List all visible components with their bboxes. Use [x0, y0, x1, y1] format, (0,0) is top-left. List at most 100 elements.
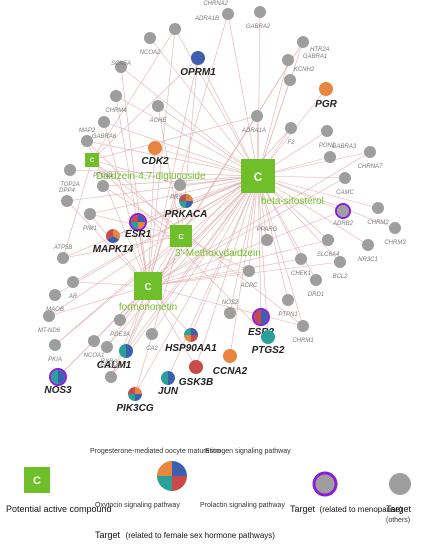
label-ncoa2: NCOA2 — [140, 50, 161, 56]
compound-label-c-formo: formononetin — [119, 302, 177, 313]
legend-compound-label: Potential active compound — [6, 504, 112, 514]
pie-hsp90aa1-slice-1 — [191, 335, 198, 342]
label-chrm4: CHRM4 — [105, 108, 127, 114]
label-ncoa1: NCOA1 — [84, 353, 105, 359]
node-hsp90aa1: HSP90AA1 — [165, 328, 217, 354]
node-ca2: CA2 — [146, 328, 158, 352]
legend-compound-symbol: C — [33, 475, 41, 487]
label-gabra6: GABRA6 — [92, 134, 117, 140]
edge-oprm1-formo — [147, 57, 199, 287]
label-oprm1: OPRM1 — [180, 67, 216, 78]
edge-ache-meth — [157, 105, 182, 237]
node-prss1: PRSS1 — [170, 179, 190, 201]
dot-ncoa2 — [144, 32, 156, 44]
node-nr3c1: NR3C1 — [358, 239, 378, 263]
dot-kcnh2 — [284, 74, 296, 86]
label-pon1: PON1 — [319, 143, 335, 149]
compound-box-c-daid — [85, 153, 99, 167]
node-dpp4: DPP4 — [59, 188, 75, 207]
node-gabra2: GABRA2 — [246, 6, 271, 30]
edge-chrm2-beta — [257, 175, 379, 209]
dot-pparg — [261, 234, 273, 246]
pie-nos3-slice-0 — [58, 370, 65, 384]
dot-adra1b — [169, 23, 181, 35]
dot-gabra2 — [254, 6, 266, 18]
dot-prss1 — [174, 179, 186, 191]
edge-dpp4-beta — [66, 175, 259, 202]
label-htr2a: HTR2A — [310, 47, 330, 53]
node-nos3: NOS3 — [44, 368, 72, 396]
edge-chrna2-beta — [227, 13, 259, 177]
legend-pie-oxytocin: Oxytocin signaling pathway — [95, 502, 180, 509]
label-slc6a4: SLC6A4 — [317, 252, 340, 258]
edge-adra1b-daid — [91, 28, 176, 161]
edge-drd1-beta — [257, 175, 317, 281]
edge-map2-beta — [86, 140, 259, 177]
legend-pie-progesterone: Progesterone-mediated oocyte maturation — [90, 448, 221, 455]
menopause-ring-esr1 — [129, 213, 147, 231]
edge-atp5b-meth — [62, 235, 182, 259]
compound-symbol-c-meth: C — [178, 232, 184, 241]
dot-chrm3 — [389, 222, 401, 234]
node-chrm3: CHRM3 — [384, 222, 406, 246]
dot-slc6a3 — [105, 371, 117, 383]
legend-menopause-label-sub: (related to menopause) — [320, 505, 403, 514]
edge-esr1-beta — [137, 175, 259, 223]
label-chrm1: CHRM1 — [292, 338, 313, 344]
label-scn5a: SCN5A — [111, 61, 131, 67]
pie-adrb2-fill — [337, 205, 349, 217]
pie-esr2-slice-1 — [254, 310, 261, 324]
node-esr1: ESR1 — [125, 213, 151, 240]
dot-atp5b — [57, 252, 69, 264]
label-adra1a: ADRA1A — [241, 128, 266, 134]
label-gabra3: GABRA3 — [332, 144, 357, 150]
node-bcl2: BCL2 — [332, 256, 348, 280]
edge-ar-beta — [72, 175, 259, 283]
node-pim1: PIM1 — [83, 208, 97, 232]
dot-chrna7 — [364, 146, 376, 158]
node-ccna2: CCNA2 — [213, 349, 248, 377]
dot-nr3c1 — [362, 239, 374, 251]
label-jun: JUN — [158, 386, 179, 397]
pie-prkaca-slice-0 — [186, 194, 193, 201]
node-pparg: PPARG — [257, 227, 278, 246]
pie-jun-slice-0 — [168, 371, 175, 385]
dot-pde3a — [114, 314, 126, 326]
dot-gabra3 — [324, 151, 336, 163]
edge-gabra1-meth — [180, 41, 304, 237]
node-gsk3b: GSK3B — [179, 360, 213, 388]
edge-slc6a3-beta — [110, 175, 259, 378]
dot-adra1a — [251, 110, 263, 122]
edge-layer — [48, 11, 396, 395]
node-ncoa1: NCOA1 — [84, 335, 105, 359]
pie-mapk14-slice-2 — [106, 229, 113, 240]
label-esr2: ESR2 — [248, 327, 275, 338]
dot-pon1 — [321, 125, 333, 137]
label-ccna2: CCNA2 — [213, 366, 248, 377]
pie-jun-slice-1 — [161, 371, 168, 385]
legend-pie-slice-3 — [157, 461, 172, 476]
label-chrna2: CHRNA2 — [203, 1, 228, 7]
dot-chrm2 — [372, 202, 384, 214]
pie-pik3cg-slice-1 — [135, 394, 142, 401]
label-gabra1: GABRA1 — [303, 54, 327, 60]
dot-bcl2 — [334, 256, 346, 268]
dot-acpc — [243, 265, 255, 277]
node-adra1a: ADRA1A — [241, 110, 266, 134]
dot-htr2a — [282, 54, 294, 66]
node-calm1: CALM1 — [97, 344, 133, 371]
pie-ptgs2-fill — [261, 330, 275, 344]
pie-esr1-slice-0 — [138, 215, 145, 222]
menopause-ring-esr2 — [252, 308, 270, 326]
dot-camc — [339, 172, 351, 184]
edge-gabra2-beta — [257, 11, 261, 177]
label-chek1: CHEK1 — [291, 271, 311, 277]
dot-chek1 — [295, 253, 307, 265]
compound-symbol-c-formo: C — [144, 282, 151, 293]
legend: C Potential active compound Progesterone… — [6, 448, 412, 540]
dot-gabra1 — [297, 36, 309, 48]
node-gabra3: GABRA3 — [324, 144, 357, 163]
label-chrm3: CHRM3 — [384, 240, 406, 246]
